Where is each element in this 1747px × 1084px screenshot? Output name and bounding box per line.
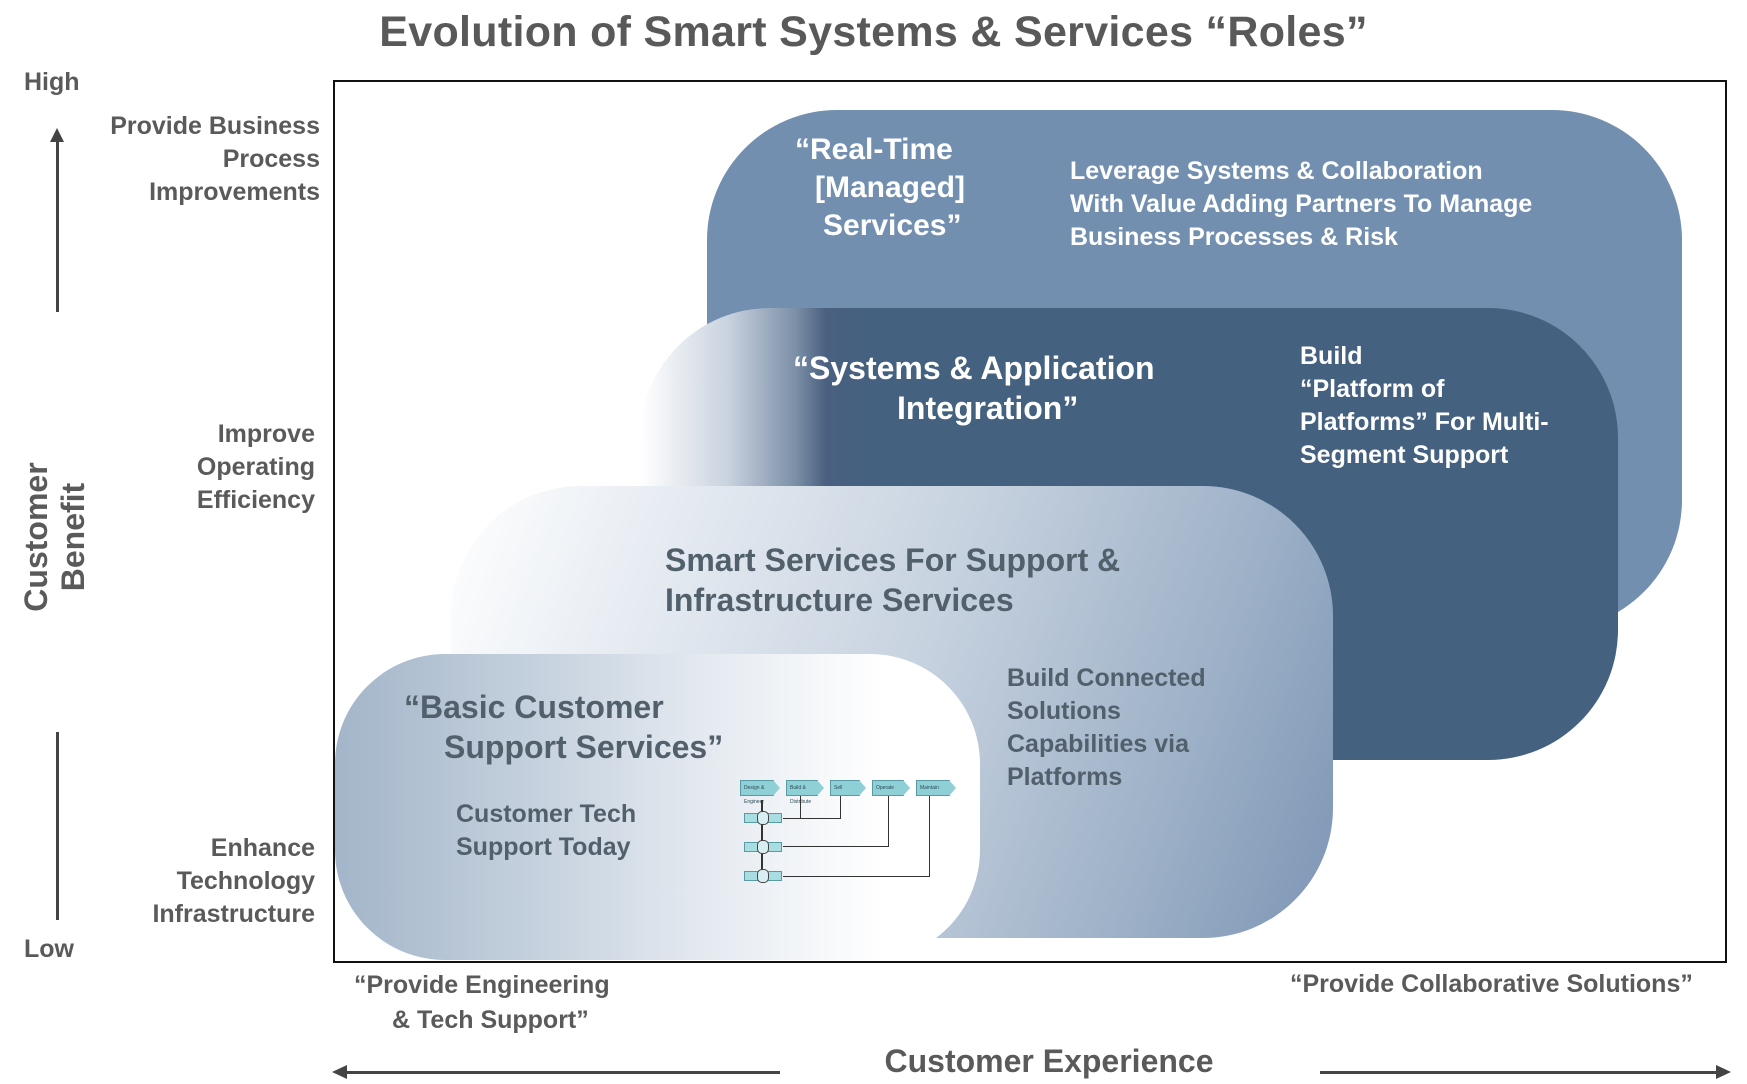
page-title: Evolution of Smart Systems & Services “R… [379,8,1368,56]
x-axis-left-line [345,1071,780,1074]
flow-stage: Maintain [916,780,956,796]
flow-stage: Operate [872,780,910,796]
arrow-right-icon [1716,1065,1731,1079]
y-axis-lower-line [56,732,59,920]
diagram-frame [333,80,1727,963]
flow-stage: Design & Engineer [740,780,780,805]
process-flow-diagram-icon: Design & Engineer Build & Distribute Sel… [740,778,956,893]
x-axis-right-line [1320,1071,1718,1074]
y-axis-arrow-up-line [56,140,59,312]
flow-stage: Build & Distribute [786,780,824,805]
role-title-basic-support: “Basic Customer Support Services” [404,689,724,765]
y-axis-arrowhead-icon [50,128,64,142]
flow-stage: Sell [830,780,866,796]
role-basic-customer-support [335,654,980,960]
x-axis-right-label: “Provide Collaborative Solutions” [1290,970,1693,998]
role-title-real-time: “Real-Time [Managed] Services” [795,133,965,242]
arrow-left-icon [332,1065,347,1079]
y-axis-low: Low [24,935,74,963]
x-axis-label: Customer Experience [884,1043,1214,1079]
role-title-smart-services: Smart Services For Support &Infrastructu… [665,542,1121,618]
x-axis-left-label: “Provide Engineering & Tech Support” [354,971,610,1034]
role-title-systems-integration: “Systems & Application Integration” [793,350,1155,426]
y-axis-high: High [24,68,80,96]
